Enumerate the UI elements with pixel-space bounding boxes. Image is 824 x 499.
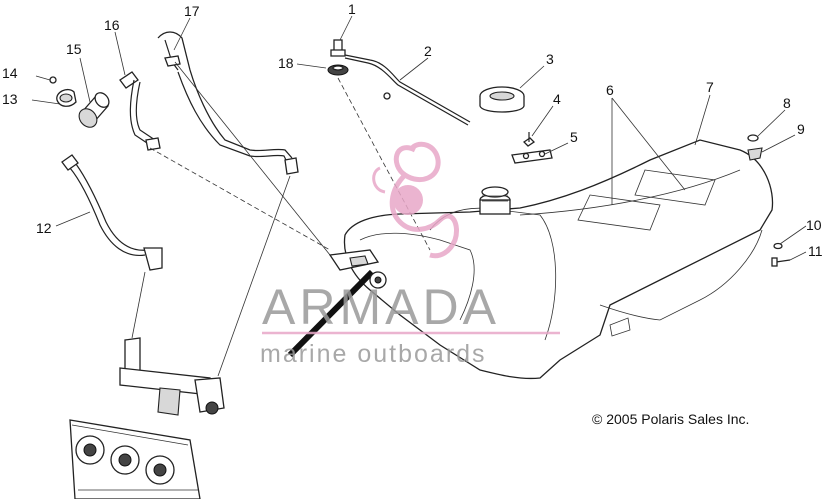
decal-strip-front bbox=[577, 194, 661, 231]
filter-outlet-fitting bbox=[119, 71, 161, 151]
callout-11: 11 bbox=[808, 243, 823, 259]
callout-8: 8 bbox=[783, 95, 791, 111]
callout-16: 16 bbox=[104, 17, 120, 33]
callout-6: 6 bbox=[606, 82, 614, 98]
fuel-filter bbox=[78, 92, 110, 128]
watermark-brand: ARMADA bbox=[262, 279, 500, 335]
mount-screw bbox=[522, 132, 536, 147]
callout-1: 1 bbox=[348, 1, 356, 17]
fuel-supply-line bbox=[61, 154, 163, 271]
callout-2: 2 bbox=[424, 43, 432, 59]
pump-outlet-line bbox=[157, 31, 299, 175]
vent-hose bbox=[344, 54, 471, 126]
callout-4: 4 bbox=[553, 91, 561, 107]
throttle-body bbox=[69, 419, 201, 499]
callout-7: 7 bbox=[706, 79, 714, 95]
callout-5: 5 bbox=[570, 129, 578, 145]
filler-cap bbox=[479, 86, 525, 113]
callout-9: 9 bbox=[797, 121, 805, 137]
callout-15: 15 bbox=[66, 41, 82, 57]
callout-17: 17 bbox=[184, 3, 200, 19]
vent-fitting bbox=[330, 39, 346, 57]
callout-10: 10 bbox=[806, 217, 822, 233]
decal-strip-rear bbox=[634, 169, 716, 206]
mount-bracket bbox=[511, 149, 553, 164]
rubber-grommet bbox=[327, 64, 349, 76]
filter-clamp bbox=[56, 88, 77, 107]
part-callouts: 1 2 3 4 5 6 7 8 9 10 11 12 13 14 15 16 1… bbox=[2, 1, 823, 259]
fuel-rail bbox=[119, 337, 225, 416]
clamp-screw bbox=[49, 76, 57, 84]
callout-13: 13 bbox=[2, 91, 18, 107]
callout-12: 12 bbox=[36, 220, 52, 236]
callout-14: 14 bbox=[2, 65, 18, 81]
callout-18: 18 bbox=[278, 55, 294, 71]
watermark: ARMADA marine outboards bbox=[260, 141, 560, 368]
mount-bolt bbox=[771, 257, 791, 267]
fuel-pump-assembly bbox=[287, 249, 387, 358]
grommet bbox=[773, 242, 783, 250]
seahorse-logo-icon bbox=[372, 141, 459, 259]
copyright-text: © 2005 Polaris Sales Inc. bbox=[592, 411, 749, 427]
watermark-tagline: marine outboards bbox=[260, 340, 487, 368]
leader-lines bbox=[31, 15, 807, 377]
washer bbox=[747, 134, 759, 142]
retainer-clip bbox=[747, 147, 763, 161]
callout-3: 3 bbox=[546, 51, 554, 67]
fuel-tank bbox=[343, 139, 774, 380]
